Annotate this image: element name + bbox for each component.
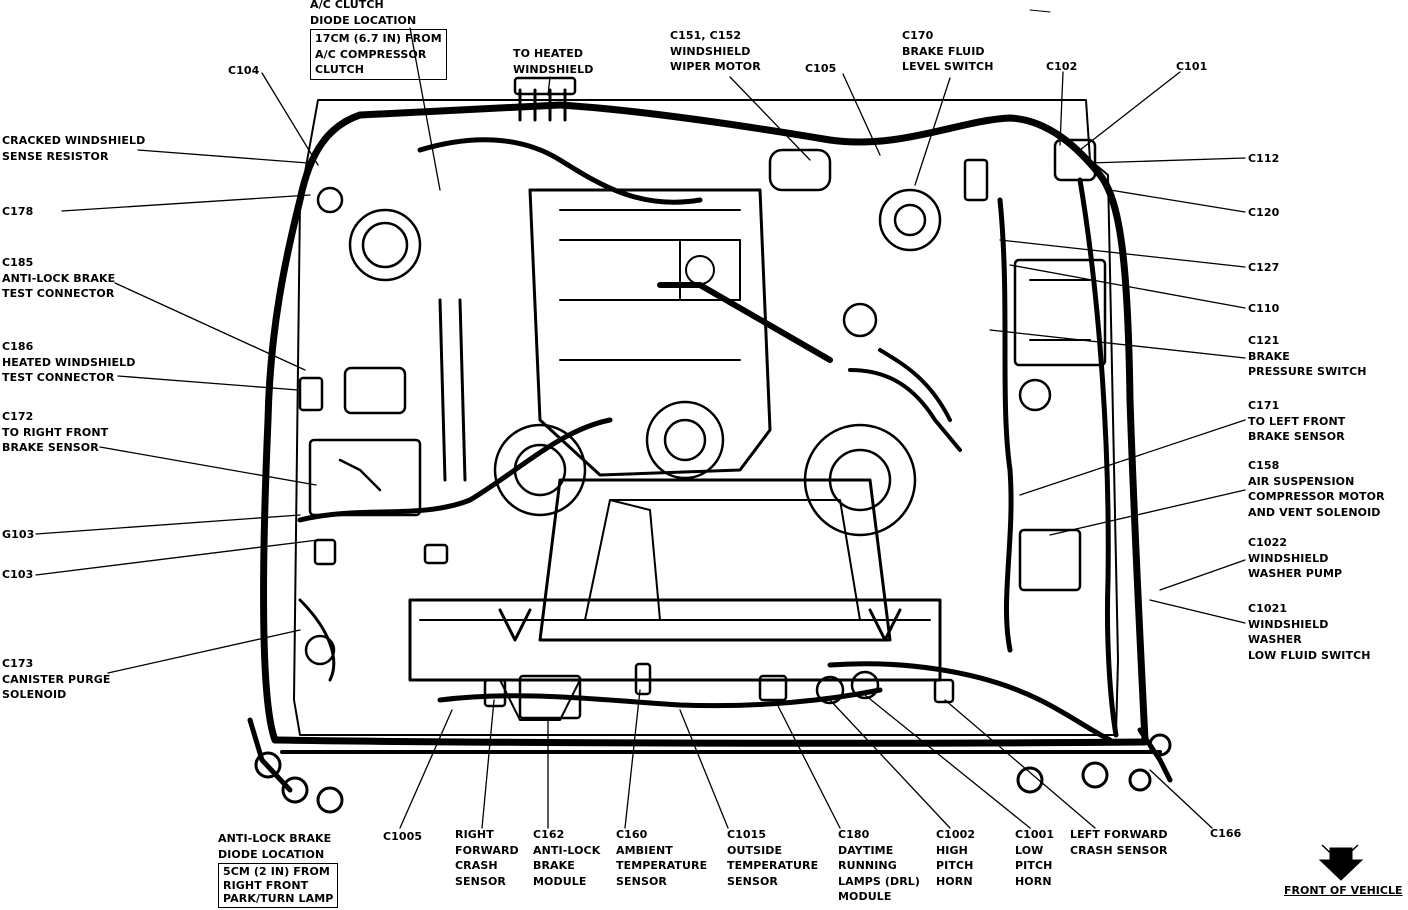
label-c180: C180 DAYTIME RUNNING LAMPS (DRL) MODULE bbox=[838, 828, 921, 903]
label-antilock-diode-box: 5CM (2 IN) FROM RIGHT FRONT PARK/TURN LA… bbox=[218, 863, 339, 908]
label-cracked-windshield: CRACKED WINDSHIELD SENSE RESISTOR bbox=[2, 134, 146, 163]
label-c170: C170 BRAKE FLUID LEVEL SWITCH bbox=[902, 29, 994, 73]
label-ac-clutch-box: 17CM (6.7 IN) FROM A/C COMPRESSOR CLUTCH bbox=[310, 29, 447, 80]
label-right-crash-sensor: RIGHT FORWARD CRASH SENSOR bbox=[455, 828, 519, 888]
label-c104: C104 bbox=[228, 64, 260, 77]
label-c172: C172 TO RIGHT FRONT BRAKE SENSOR bbox=[2, 410, 109, 454]
label-c110: C110 bbox=[1248, 302, 1280, 315]
label-c173: C173 CANISTER PURGE SOLENOID bbox=[2, 657, 111, 701]
compartment-outline bbox=[293, 9, 1119, 736]
label-c178: C178 bbox=[2, 205, 34, 218]
label-c127: C127 bbox=[1248, 261, 1280, 274]
label-c121: C121 BRAKE PRESSURE SWITCH bbox=[1248, 334, 1367, 378]
label-antilock-diode: ANTI-LOCK BRAKE DIODE LOCATION 5CM (2 IN… bbox=[218, 831, 339, 908]
label-ac-clutch: A/C CLUTCH DIODE LOCATION 17CM (6.7 IN) … bbox=[310, 0, 447, 80]
label-c105: C105 bbox=[805, 62, 837, 75]
main-wire-harness bbox=[260, 101, 1162, 755]
right-components bbox=[483, 76, 1107, 720]
label-c160: C160 AMBIENT TEMPERATURE SENSOR bbox=[616, 828, 708, 888]
label-c112: C112 bbox=[1248, 152, 1280, 165]
front-of-vehicle-arrow-icon bbox=[1318, 844, 1364, 881]
label-c1021: C1021 WINDSHIELD WASHER LOW FLUID SWITCH bbox=[1248, 602, 1371, 662]
label-g103: G103 bbox=[2, 528, 35, 541]
label-left-crash-sensor: LEFT FORWARD CRASH SENSOR bbox=[1070, 828, 1168, 857]
left-components bbox=[298, 186, 467, 682]
leader-lines bbox=[35, 27, 1246, 829]
label-c171: C171 TO LEFT FRONT BRAKE SENSOR bbox=[1248, 399, 1346, 443]
label-c185: C185 ANTI-LOCK BRAKE TEST CONNECTOR bbox=[2, 256, 116, 300]
front-of-vehicle-label: FRONT OF VEHICLE bbox=[1284, 884, 1403, 897]
label-c1001: C1001 LOW PITCH HORN bbox=[1015, 828, 1055, 888]
label-c102: C102 bbox=[1046, 60, 1078, 73]
engine-block bbox=[528, 188, 892, 642]
label-c166: C166 bbox=[1210, 827, 1242, 840]
label-c1002: C1002 HIGH PITCH HORN bbox=[936, 828, 976, 888]
bottom-connectors bbox=[254, 733, 1172, 814]
label-c1015: C1015 OUTSIDE TEMPERATURE SENSOR bbox=[727, 828, 819, 888]
label-c101: C101 bbox=[1176, 60, 1208, 73]
label-c162: C162 ANTI-LOCK BRAKE MODULE bbox=[533, 828, 601, 888]
label-c158: C158 AIR SUSPENSION COMPRESSOR MOTOR AND… bbox=[1248, 459, 1385, 519]
label-c1005: C1005 bbox=[383, 830, 423, 843]
label-c186: C186 HEATED WINDSHIELD TEST CONNECTOR bbox=[2, 340, 136, 384]
label-c103: C103 bbox=[2, 568, 34, 581]
label-c151: C151, C152 WINDSHIELD WIPER MOTOR bbox=[670, 29, 761, 73]
label-c1022: C1022 WINDSHIELD WASHER PUMP bbox=[1248, 536, 1343, 580]
label-c120: C120 bbox=[1248, 206, 1280, 219]
label-to-heated-windshield: TO HEATED WINDSHIELD bbox=[513, 47, 594, 76]
secondary-harness bbox=[247, 137, 1173, 793]
